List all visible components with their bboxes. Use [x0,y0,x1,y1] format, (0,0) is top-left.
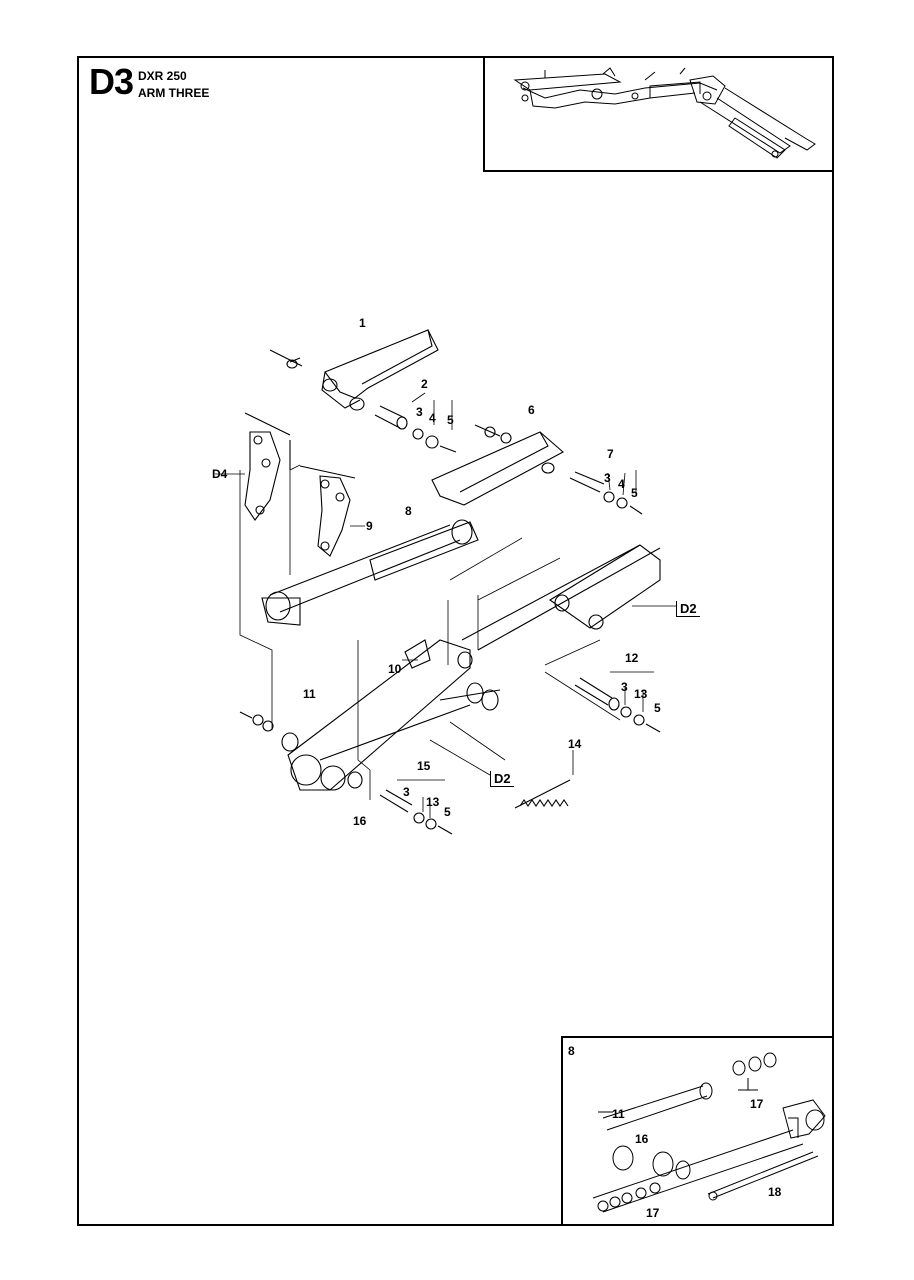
detail-label: 8 [568,1044,575,1058]
callout-7: 7 [607,447,614,461]
callout-1: 1 [359,316,366,330]
overview-inset [483,56,834,172]
callout-10: 10 [388,662,402,676]
callout-12: 12 [625,651,639,665]
page-frame [77,56,834,1226]
detail-callout-16: 16 [635,1132,649,1146]
callout-8: 8 [405,504,412,518]
callout-3b: 3 [604,471,611,485]
callout-14: 14 [568,737,582,751]
reference-d2-upper: D2 [676,601,700,617]
model-name: DXR 250 [138,69,187,83]
callout-13b: 13 [426,795,440,809]
callout-3d: 3 [403,785,410,799]
detail-callout-18: 18 [768,1185,782,1199]
section-title: ARM THREE [138,86,210,100]
overview-drawing [513,67,816,159]
cylinder-detail-inset: 8 11 16 17 17 18 [561,1036,834,1226]
callout-9: 9 [366,519,373,533]
callout-5c: 5 [654,701,661,715]
callout-5d: 5 [444,805,451,819]
callout-15: 15 [417,759,431,773]
callout-3: 3 [416,405,423,419]
callout-4: 4 [429,411,436,425]
page-code: D3 [89,61,134,102]
callout-11: 11 [303,687,316,701]
callout-5b: 5 [631,486,638,500]
callout-5: 5 [447,413,454,427]
detail-callout-17-lower: 17 [646,1206,660,1220]
callout-6: 6 [528,403,535,417]
callout-16: 16 [353,814,367,828]
detail-callout-11: 11 [612,1107,625,1121]
callout-13: 13 [634,687,648,701]
callout-2: 2 [421,377,428,391]
detail-callout-17-upper: 17 [750,1097,764,1111]
callout-4b: 4 [618,477,625,491]
callout-3c: 3 [621,680,628,694]
cylinder-detail-drawing [592,1052,826,1213]
reference-d4: D4 [212,467,228,481]
reference-d2-lower: D2 [490,771,514,787]
